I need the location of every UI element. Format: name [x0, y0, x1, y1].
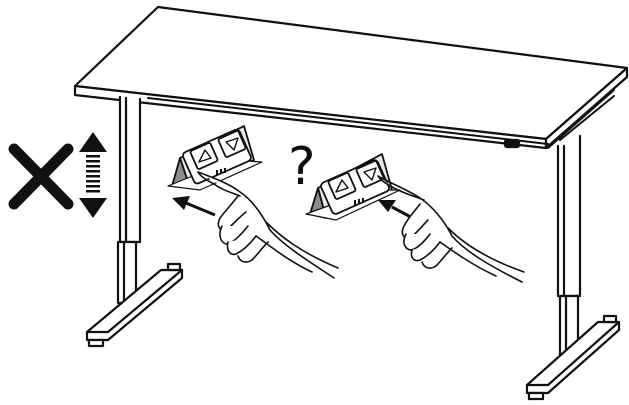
- desk-handset: [505, 140, 519, 147]
- right-foot-pad-front: [529, 393, 543, 399]
- hand-press-icon: [378, 176, 524, 282]
- question-mark-icon: ?: [288, 137, 316, 197]
- hand-press-icon: [198, 172, 338, 278]
- control-panel-right: [306, 154, 400, 220]
- left-foot-pad-back: [168, 264, 180, 270]
- not-allowed-x-icon: [14, 149, 68, 204]
- height-adjust-arrow-icon: [79, 132, 107, 218]
- left-leg-column: [120, 97, 140, 242]
- right-leg-column: [558, 136, 580, 296]
- right-foot-pad-back: [604, 316, 616, 322]
- push-arrow-icon: [172, 196, 215, 215]
- left-foot-pad-front: [89, 340, 103, 346]
